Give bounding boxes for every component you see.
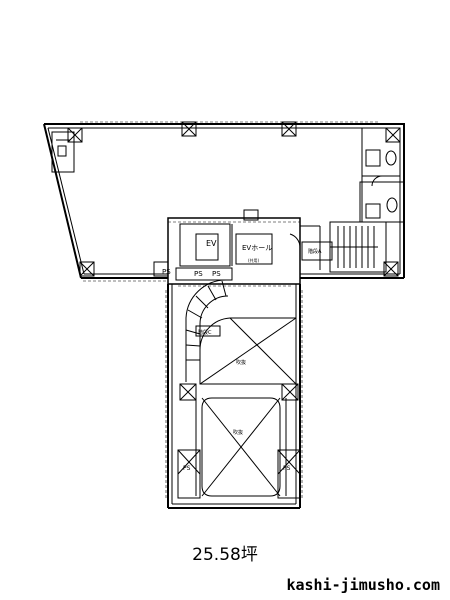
main-floor-outline (43, 121, 405, 282)
structural-columns-mid (179, 383, 299, 401)
void-upper-label: 吹抜 (236, 359, 246, 366)
ps-label-lower-left: PS (183, 465, 191, 472)
ev-hall-sub-label: (共用) (248, 257, 260, 263)
upper-left-room (51, 131, 75, 173)
stairs-a (329, 221, 387, 273)
core-block (153, 209, 333, 285)
ps-label-lower-right: PS (283, 465, 291, 472)
ev-hall-label: EVホール (242, 244, 272, 252)
ps-label-2: PS (194, 270, 203, 278)
lower-ps-boxes (177, 449, 301, 499)
spiral-stair (185, 279, 232, 382)
floor-area-label: 25.58坪 (192, 545, 258, 565)
ps-label-1: PS (162, 268, 171, 276)
ps-label-3: PS (212, 270, 221, 278)
stair-b-label: 階段C (198, 329, 212, 336)
structural-columns-upper (67, 121, 401, 277)
void-lower (195, 397, 287, 497)
void-lower-label: 吹抜 (233, 429, 243, 436)
stair-a-label: 階段A (308, 248, 322, 255)
ev-label: EV (206, 239, 217, 248)
website-label: kashi-jimusho.com (286, 576, 440, 594)
void-upper (199, 317, 297, 385)
